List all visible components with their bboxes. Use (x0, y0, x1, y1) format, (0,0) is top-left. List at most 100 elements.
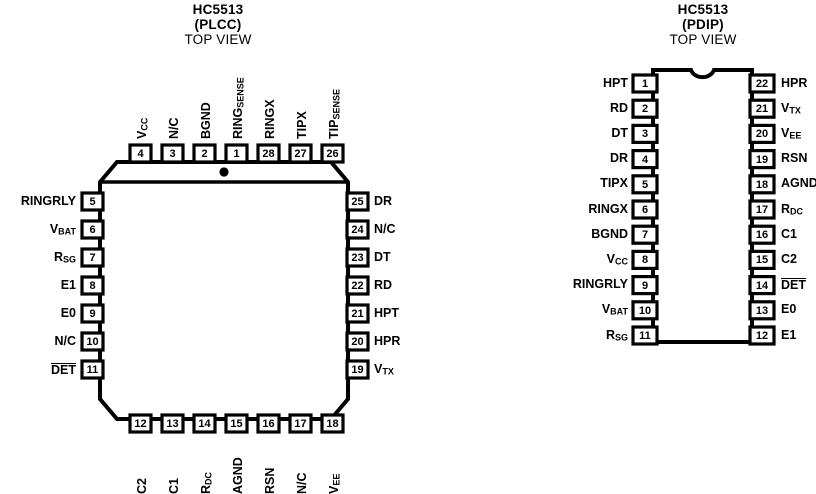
pdip-pin-label-TIPX: TIPX (600, 176, 628, 191)
plcc-pin-label-RINGSENSE: RINGSENSE (231, 77, 246, 139)
pdip-pin-label-DET: DET (781, 278, 806, 293)
plcc-pin-number-3: 3 (169, 148, 176, 160)
pdip-pin-tab-13 (748, 300, 776, 321)
plcc-pin-label-RINGX: RINGX (263, 99, 277, 139)
plcc-pin-tab-25 (345, 191, 370, 212)
plcc-pin-number-25: 25 (351, 196, 364, 208)
pdip-pin-label-RINGRLY: RINGRLY (572, 277, 628, 292)
plcc-package-name: (PLCC) (194, 17, 242, 32)
pdip-pin-label-HPT: HPT (603, 75, 628, 90)
pdip-pin-tab-6 (631, 199, 659, 220)
plcc-pin-number-24: 24 (351, 224, 364, 236)
pdip-pin-label-HPR: HPR (781, 75, 808, 90)
pdip-pin-label-VTX: VTX (781, 100, 801, 116)
plcc-pin-tab-20 (345, 331, 370, 352)
plcc-pin-tab-9 (80, 303, 105, 324)
pdip-pin-number-6: 6 (641, 204, 649, 216)
plcc-pin-label-BGND: BGND (199, 102, 213, 139)
plcc-pin-number-27: 27 (294, 148, 307, 160)
pdip-pin-number-13: 13 (755, 304, 769, 317)
pdip-pin-tab-2 (631, 98, 659, 119)
pdip-pin-number-4: 4 (641, 153, 649, 166)
plcc-pin-tab-24 (345, 219, 370, 240)
pdip-pin-tab-15 (748, 249, 776, 270)
plcc-pin-label-VCC: VCC (135, 117, 150, 139)
pdip-pin-label-E0: E0 (781, 302, 797, 317)
plcc-pin-label-DT: DT (374, 249, 391, 264)
plcc-pin-label-VTX: VTX (374, 361, 394, 377)
plcc-pin-label-N/C: N/C (374, 221, 396, 236)
pdip-pin-tab-9 (631, 275, 659, 296)
plcc-pin-number-1: 1 (233, 148, 240, 160)
plcc-pin-label-TIPSENSE: TIPSENSE (327, 89, 342, 139)
plcc-pin-tab-3 (160, 143, 185, 164)
plcc-pin-label-HPR: HPR (374, 333, 401, 348)
plcc-pin-label-AGND: AGND (231, 457, 245, 494)
pdip-pin-tab-22 (748, 73, 776, 94)
plcc-pin-number-11: 11 (86, 364, 99, 376)
pdip-pin-tab-4 (631, 149, 659, 170)
pdip-pin-label-DR: DR (609, 151, 628, 166)
pdip-pin-tab-5 (631, 174, 659, 195)
plcc-pin-number-20: 20 (351, 336, 364, 348)
plcc-title-block: HC5513 (PLCC) TOP VIEW (128, 2, 308, 47)
pdip-pin-label-VBAT: VBAT (601, 302, 628, 317)
pdip-pin-label-BGND: BGND (591, 226, 628, 241)
pdip-pin-label-DT: DT (611, 125, 628, 140)
pdip-pin-label-VCC: VCC (606, 251, 628, 267)
pdip-pin-label-RINGX: RINGX (588, 201, 628, 216)
plcc-pin-number-19: 19 (351, 364, 364, 376)
pdip-pin-number-3: 3 (641, 128, 649, 141)
plcc-pin-label-N/C: N/C (167, 117, 181, 139)
pdip-body-outline (651, 68, 754, 344)
pdip-pin-number-12: 12 (755, 330, 769, 342)
plcc-pin-number-2: 2 (201, 148, 208, 160)
pdip-pin-tab-11 (631, 325, 659, 346)
pdip-pin-tab-18 (748, 174, 776, 195)
pdip-pin-label-AGND: AGND (781, 176, 816, 191)
plcc-pin-number-17: 17 (294, 418, 307, 430)
pin-tab-shapes (80, 73, 776, 434)
plcc-pin-number-23: 23 (351, 252, 364, 264)
plcc-pin-number-4: 4 (137, 148, 144, 160)
plcc-pin-tab-12 (128, 413, 153, 434)
plcc-pin-tab-28 (256, 143, 281, 164)
plcc-pin-number-22: 22 (351, 280, 364, 292)
plcc-pin-label-RSG: RSG (53, 249, 76, 265)
pdip-pin-number-21: 21 (755, 103, 769, 116)
plcc-pin-number-7: 7 (89, 252, 96, 264)
plcc-pin-tab-8 (80, 275, 105, 296)
plcc-pin-label-E1: E1 (60, 277, 76, 292)
plcc-pin-tab-14 (192, 413, 217, 434)
plcc-pin-label-N/C: N/C (295, 472, 309, 494)
pdip-pin-label-RDC: RDC (781, 201, 804, 217)
plcc-pin-tab-18 (320, 413, 345, 434)
plcc-pin-number-13: 13 (166, 418, 179, 430)
pdip-pin-tab-3 (631, 123, 659, 145)
pdip-pin-number-15: 15 (755, 254, 769, 267)
plcc-pin-tab-10 (80, 331, 105, 352)
plcc-pin-label-DR: DR (374, 193, 393, 208)
plcc-pin-number-12: 12 (134, 418, 147, 430)
pdip-pin-label-E1: E1 (781, 327, 797, 342)
pdip-pin-number-14: 14 (755, 279, 769, 292)
plcc-pin-tab-4 (128, 143, 153, 164)
pdip-pin-tab-20 (748, 123, 776, 145)
plcc-body-outline (98, 160, 350, 421)
plcc-pin-tab-15 (224, 413, 249, 434)
pdip-pin-number-7: 7 (641, 229, 649, 242)
plcc-pin-label-C1: C1 (167, 478, 181, 494)
plcc-pin-label-C2: C2 (135, 478, 149, 494)
plcc-pin-label-RSN: RSN (263, 467, 277, 494)
plcc-pin-tab-23 (345, 247, 370, 268)
pdip-pin-label-C1: C1 (781, 226, 797, 241)
plcc-pin-label-VBAT: VBAT (49, 221, 76, 237)
plcc-pin-tab-26 (320, 143, 345, 164)
plcc-pin-label-RINGRLY: RINGRLY (20, 193, 76, 208)
pdip-pin-number-17: 17 (755, 204, 769, 216)
plcc-pin-tab-19 (345, 359, 370, 380)
plcc-view-label: TOP VIEW (184, 32, 252, 47)
pdip-pin-tab-7 (631, 224, 659, 245)
pdip-pin-label-C2: C2 (781, 251, 797, 266)
pdip-pin-tab-16 (748, 224, 776, 245)
